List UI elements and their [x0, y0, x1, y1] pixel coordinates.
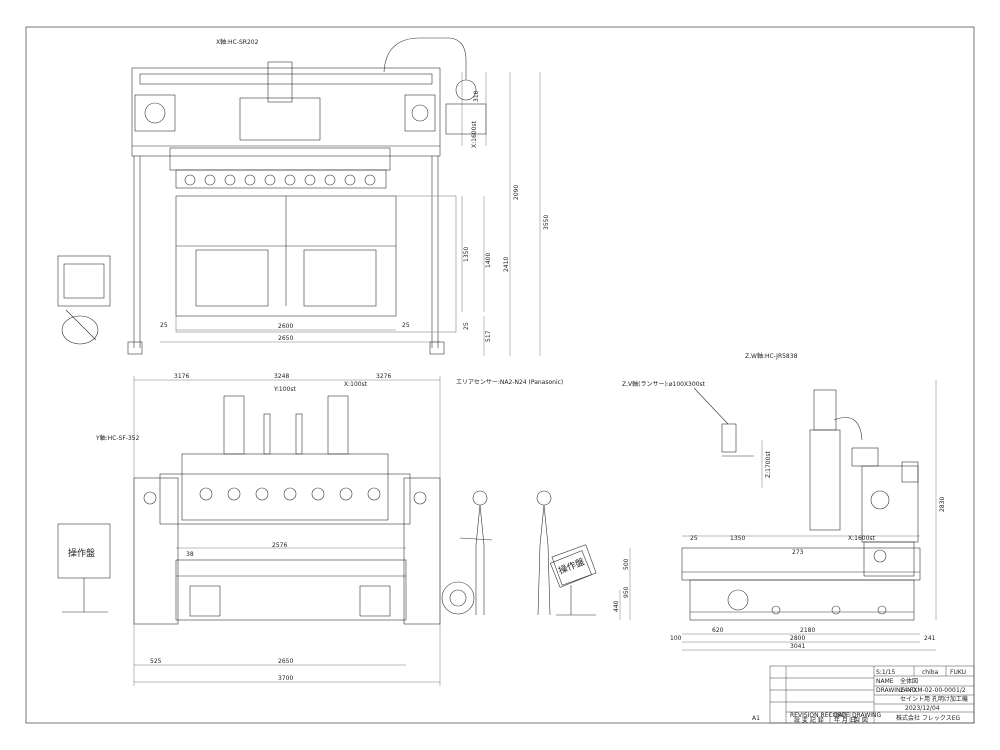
- dim-side-total: 3700: [278, 675, 293, 682]
- name-label: NAME: [876, 678, 894, 685]
- drawing-label: DRAWING: [852, 712, 882, 719]
- dim-right-100: 100: [670, 635, 682, 642]
- dim-front-bottom-height: 517: [485, 330, 492, 342]
- dim-front-table-height: 1400: [485, 253, 492, 268]
- dim-front-width-inner: 2600: [278, 323, 293, 330]
- drawn-by: chiba: [922, 669, 939, 676]
- title-block: A1 S:1/15 chiba FUKU NAME 全体図 DRAWING NO…: [752, 665, 975, 724]
- side-view-labels: 3176 3248 3276 Y:100st X:100st Y軸:HC-SF-…: [68, 373, 391, 682]
- area-sensor-label: エリアセンサー:NA2-N24 (Panasonic): [456, 379, 563, 386]
- front-view: [57, 37, 487, 355]
- sheet-border: [25, 26, 975, 724]
- dwg-no-label: DRAWING NO.: [876, 687, 918, 694]
- revision-record-label: REVISION RECORD: [790, 712, 847, 719]
- dim-side-right: 3276: [376, 373, 391, 380]
- dim-front-small: 310: [473, 90, 480, 102]
- dim-front-rail: X:1600st: [471, 120, 478, 148]
- dim-right-440: 440: [613, 600, 620, 612]
- x-stroke-label: X:1600st: [848, 535, 876, 542]
- dim-side-left: 3176: [174, 373, 189, 380]
- front-view-dimensions: [160, 72, 541, 356]
- company-name: 株式会社 フレックスEG: [896, 714, 961, 722]
- operator-panel-label-left: 操作盤: [68, 547, 95, 559]
- dim-front-bottom-small: 25: [463, 322, 470, 330]
- dim-front-mid-height: 2410: [503, 257, 510, 272]
- dim-side-base: 2650: [278, 658, 293, 665]
- drawing-title: セイント用 孔明け加工機: [900, 695, 968, 703]
- dim-right-500: 500: [623, 558, 630, 570]
- dim-side-base-left: 525: [150, 658, 162, 665]
- dim-front-left-margin: 25: [160, 322, 168, 329]
- drawing-date: 2023/12/04: [905, 705, 940, 712]
- dim-right-1350: 1350: [730, 535, 745, 542]
- checked-by: FUKU: [950, 669, 966, 676]
- dim-right-2180: 2180: [800, 627, 815, 634]
- revision-record-sub: 設 変 記 録: [794, 716, 824, 724]
- dim-front-right-margin: 25: [402, 322, 410, 329]
- stroke-right-label: X:100st: [344, 381, 368, 388]
- scale-value: S:1/15: [876, 669, 895, 676]
- dim-front-width-outer: 2650: [278, 335, 293, 342]
- sheet-number: 1/2: [956, 687, 966, 694]
- dim-front-total-height: 3550: [543, 215, 550, 230]
- dim-right-620: 620: [712, 627, 724, 634]
- dim-side-inner: 2576: [272, 542, 287, 549]
- dim-right-25: 25: [690, 535, 698, 542]
- stroke-left-label: Y:100st: [273, 386, 296, 393]
- side-view: [57, 395, 597, 625]
- drawing-sub: 製 図: [854, 716, 868, 724]
- dim-front-table-inner: 1350: [463, 247, 470, 262]
- dim-side-mid: 3248: [274, 373, 289, 380]
- right-view: [549, 387, 921, 621]
- front-view-labels: X軸:HC-SR202 2600 2650 25 25 X:1600st 310…: [160, 38, 563, 386]
- right-view-dimensions: [619, 380, 937, 651]
- cylinder-label: Z,V軸(ランサー):ø100X300st: [622, 380, 706, 388]
- date-sub: 年 月 日: [834, 716, 856, 724]
- sheet-size-label: A1: [752, 715, 760, 722]
- drawing-name: 全体図: [900, 677, 918, 685]
- x-axis-motor-label: X軸:HC-SR202: [216, 38, 259, 46]
- side-view-dimensions: [133, 376, 441, 686]
- dim-right-3041: 3041: [790, 643, 805, 650]
- dim-right-273: 273: [792, 549, 804, 556]
- dim-right-950: 950: [623, 586, 630, 598]
- dim-front-upper-height: 2090: [513, 185, 520, 200]
- dim-right-2800: 2800: [790, 635, 805, 642]
- y-axis-motor-label: Y軸:HC-SF-352: [95, 434, 140, 442]
- dim-right-241: 241: [924, 635, 936, 642]
- dim-right-height: 2830: [939, 497, 946, 512]
- zw-axis-motor-label: Z,W軸:HC-JR5838: [745, 352, 798, 360]
- dim-side-small: 38: [186, 551, 194, 558]
- drawing-number: 24-FXM-02-00-000: [900, 687, 956, 694]
- z-stroke-label: Z:1700st: [765, 450, 772, 478]
- date-label: DATE: [834, 712, 850, 719]
